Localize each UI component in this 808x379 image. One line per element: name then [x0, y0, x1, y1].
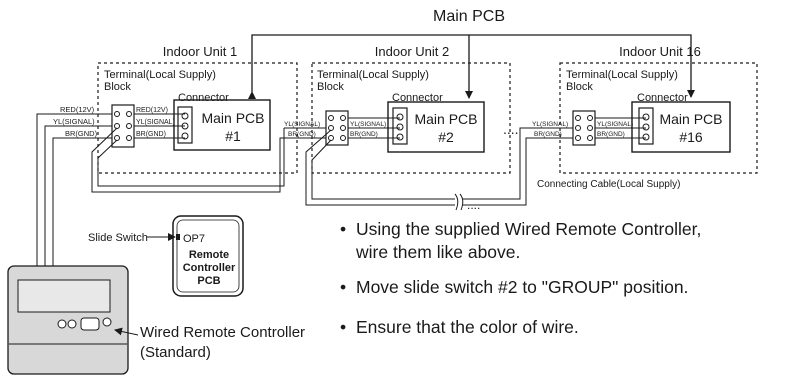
wire-yl-out-16: YL(SIGNAL) — [597, 121, 633, 128]
wire-red-in-1: RED(12V) — [60, 105, 95, 114]
wire-br-in-16: BR(GND) — [534, 131, 562, 138]
remote-display — [17, 279, 111, 313]
instructions-list: • Using the supplied Wired Remote Contro… — [340, 218, 808, 339]
connector-16 — [638, 107, 654, 145]
wire-br-out-16: BR(GND) — [597, 131, 625, 138]
bullet-dot: • — [340, 277, 347, 297]
terminal-label-1: Terminal(Local Supply) — [104, 69, 216, 81]
main-pcb-16 — [631, 101, 731, 153]
wire-br-out-2: BR(GND) — [350, 131, 378, 138]
remote-pcb-label-3: PCB — [197, 275, 220, 287]
remote-power-button — [102, 317, 112, 327]
terminal-label-2: Terminal(Local Supply) — [317, 69, 429, 81]
wire-yl-in-16: YL(SIGNAL) — [532, 121, 568, 128]
block-label-2: Block — [317, 81, 344, 93]
units-ellipsis: .... — [503, 121, 519, 137]
main-pcb-top-label: Main PCB — [433, 8, 505, 25]
cable-ellipsis: .... — [467, 198, 480, 212]
wire-yl-out-1: YL(SIGNAL) — [136, 119, 175, 126]
op7-switch — [176, 234, 180, 240]
instruction-1-text: Using the supplied Wired Remote Controll… — [356, 219, 702, 262]
wired-remote-controller — [7, 265, 129, 375]
indoor-unit-16-box — [559, 62, 758, 174]
main-pcb-arrows — [248, 34, 695, 99]
wire-br-in-2: BR(GND) — [288, 131, 316, 138]
instruction-3-text: Ensure that the color of wire. — [356, 317, 579, 337]
main-pcb-16-id: #16 — [679, 129, 703, 145]
connector-2 — [392, 107, 408, 145]
remote-pcb-label-2: Controller — [183, 262, 236, 274]
connector-label-1: Connector — [178, 92, 229, 104]
instruction-2: • Move slide switch #2 to "GROUP" positi… — [340, 276, 808, 316]
instruction-3: • Ensure that the color of wire. — [340, 316, 808, 339]
block-label-16: Block — [566, 81, 593, 93]
op7-label: OP7 — [183, 233, 205, 245]
main-pcb-1-id: #1 — [225, 128, 241, 144]
instruction-1: • Using the supplied Wired Remote Contro… — [340, 218, 808, 276]
indoor-unit-1: Indoor Unit 1 Terminal(Local Supply) Blo… — [53, 44, 298, 174]
indoor-unit-1-title: Indoor Unit 1 — [163, 44, 237, 59]
wired-remote-label-1: Wired Remote Controller — [140, 324, 305, 341]
indoor-unit-16-title: Indoor Unit 16 — [619, 44, 701, 59]
slide-switch-label: Slide Switch — [88, 232, 148, 244]
wire-yl-in-1: YL(SIGNAL) — [53, 117, 95, 126]
terminal-block-1 — [111, 104, 135, 148]
indoor-unit-2-title: Indoor Unit 2 — [375, 44, 449, 59]
main-pcb-2-name: Main PCB — [414, 111, 477, 127]
connector-label-2: Connector — [392, 92, 443, 104]
instruction-2-text: Move slide switch #2 to "GROUP" position… — [356, 277, 689, 297]
remote-controller-pcb: OP7 Remote Controller PCB — [172, 215, 244, 297]
connecting-cable-label: Connecting Cable(Local Supply) — [537, 179, 680, 190]
wire-br-out-1: BR(GND) — [136, 131, 166, 138]
main-pcb-2 — [387, 101, 485, 153]
remote-button-left — [57, 319, 67, 329]
remote-pcb-label-1: Remote — [189, 249, 229, 261]
main-pcb-2-id: #2 — [438, 129, 454, 145]
bullet-dot: • — [340, 317, 347, 337]
block-label-1: Block — [104, 81, 131, 93]
terminal-label-16: Terminal(Local Supply) — [566, 69, 678, 81]
main-pcb-1 — [173, 99, 271, 151]
main-pcb-16-name: Main PCB — [659, 111, 722, 127]
wire-yl-out-2: YL(SIGNAL) — [350, 121, 386, 128]
indoor-unit-2: Indoor Unit 2 Terminal(Local Supply) Blo… — [284, 44, 511, 174]
remote-button-mid — [67, 319, 77, 329]
connector-label-16: Connector — [637, 92, 688, 104]
remote-updown-button — [80, 317, 100, 331]
indoor-unit-1-box — [97, 62, 298, 174]
wire-yl-in-2: YL(SIGNAL) — [284, 121, 320, 128]
connecting-cables — [91, 127, 532, 211]
bullet-dot: • — [340, 219, 347, 239]
wired-remote-label-2: (Standard) — [140, 344, 211, 361]
remote-wires — [36, 113, 69, 268]
wire-br-in-1: BR(GND) — [65, 129, 98, 138]
indoor-unit-16: Indoor Unit 16 Terminal(Local Supply) Bl… — [532, 44, 758, 174]
wired-remote-arrow — [114, 327, 139, 336]
wire-red-out-1: RED(12V) — [136, 107, 168, 114]
indoor-unit-2-box — [311, 62, 511, 174]
main-pcb-1-name: Main PCB — [201, 110, 264, 126]
